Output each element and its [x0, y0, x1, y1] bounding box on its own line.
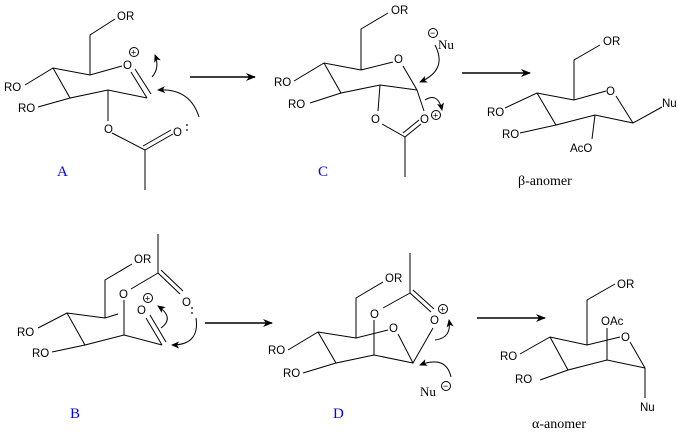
- lone-pair-dot: [191, 312, 193, 314]
- atom-acetoxy: OAc: [601, 316, 624, 328]
- structure-alpha-anomer: OR OAc O RO RO Nu α-anomer: [500, 279, 655, 432]
- atom-carbonyl-oxygen: O: [173, 127, 182, 139]
- structure-b-oxocarbenium: OR RO RO O O + O B: [17, 234, 197, 422]
- structure-c-acyloxonium: OR RO RO O O O + − Nu C: [274, 5, 454, 180]
- atom-nucleophile: Nu: [662, 98, 677, 110]
- curved-arrow-icon: [419, 44, 440, 83]
- atom-ring-oxygen: O: [123, 60, 132, 72]
- charge-plus: +: [440, 305, 445, 315]
- charge-minus: −: [443, 381, 448, 391]
- atom-or: OR: [603, 36, 620, 48]
- atom-oxonium-oxygen: O: [430, 315, 439, 327]
- charge-plus: +: [145, 294, 150, 304]
- positive-charge-icon: [129, 47, 139, 57]
- curved-arrow-icon: [157, 305, 168, 329]
- atom-ro: RO: [268, 345, 285, 357]
- label-beta-anomer: β-anomer: [518, 174, 572, 189]
- atom-nucleophile: Nu: [420, 384, 436, 399]
- structure-d-acyloxonium: OR RO RO O O O + Nu − D: [268, 253, 454, 422]
- curved-arrow-icon: [434, 319, 454, 341]
- atom-ro: RO: [4, 82, 21, 94]
- positive-charge-icon: [431, 110, 441, 120]
- atom-nucleophile: Nu: [438, 37, 454, 52]
- atom-oxonium-oxygen: O: [420, 114, 429, 126]
- negative-charge-icon: [428, 28, 438, 38]
- atom-ester-oxygen: O: [370, 309, 379, 321]
- charge-minus: −: [430, 28, 435, 38]
- atom-ester-oxygen: O: [371, 114, 380, 126]
- lone-pair-dot: [186, 124, 188, 126]
- negative-charge-icon: [441, 381, 451, 391]
- positive-charge-icon: [143, 293, 153, 303]
- label-a: A: [57, 164, 68, 180]
- curved-arrow-icon: [424, 97, 444, 111]
- atom-ring-oxygen: O: [389, 323, 398, 335]
- charge-plus: +: [131, 48, 136, 58]
- atom-acetoxy: AcO: [570, 143, 592, 155]
- atom-or: OR: [385, 273, 402, 285]
- atom-ro: RO: [288, 99, 305, 111]
- atom-ro: RO: [487, 107, 504, 119]
- atom-ring-oxygen: O: [606, 86, 615, 98]
- atom-ring-oxygen: O: [621, 332, 630, 344]
- curved-arrow-icon: [419, 359, 452, 378]
- atom-or: OR: [134, 254, 151, 266]
- structure-beta-anomer: OR RO RO O Nu AcO β-anomer: [487, 36, 677, 189]
- atom-ro: RO: [274, 77, 291, 89]
- atom-ester-oxygen: O: [119, 289, 128, 301]
- atom-ro: RO: [18, 103, 35, 115]
- curved-arrow-icon: [151, 54, 161, 78]
- atom-ring-oxygen: O: [137, 305, 146, 317]
- structure-a-oxocarbenium: OR RO RO O + O O A: [4, 11, 200, 190]
- label-d: D: [333, 406, 344, 422]
- atom-carbonyl-oxygen: O: [182, 297, 191, 309]
- atom-ro: RO: [502, 129, 519, 141]
- atom-nucleophile: Nu: [640, 402, 655, 414]
- label-alpha-anomer: α-anomer: [532, 417, 586, 432]
- atom-ro: RO: [500, 351, 517, 363]
- atom-or: OR: [391, 5, 408, 17]
- lone-pair-dot: [186, 129, 188, 131]
- atom-ring-oxygen: O: [394, 54, 403, 66]
- curved-arrow-icon: [171, 317, 197, 349]
- atom-ro: RO: [283, 368, 300, 380]
- atom-or: OR: [617, 279, 634, 291]
- positive-charge-icon: [438, 304, 448, 314]
- atom-ro: RO: [32, 348, 49, 360]
- label-b: B: [70, 406, 80, 422]
- charge-plus: +: [433, 111, 438, 121]
- curved-arrow-icon: [157, 86, 200, 118]
- lone-pair-dot: [191, 307, 193, 309]
- label-c: C: [318, 164, 328, 180]
- atom-or: OR: [117, 11, 134, 23]
- atom-ester-oxygen: O: [104, 124, 113, 136]
- atom-ro: RO: [515, 374, 532, 386]
- atom-ro: RO: [17, 327, 34, 339]
